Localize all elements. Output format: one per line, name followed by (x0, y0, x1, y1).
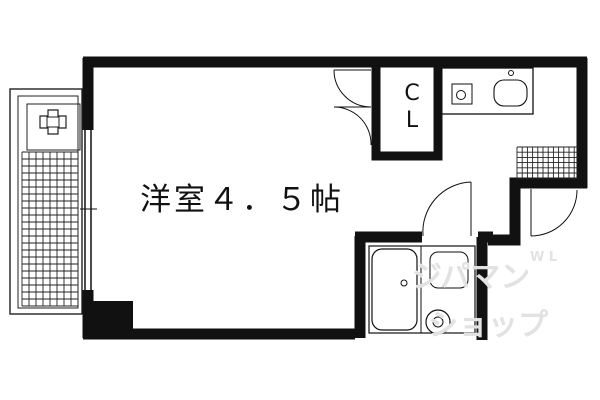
kitchen (440, 67, 534, 115)
room-label: 洋室４．５帖 (140, 182, 344, 218)
stove-icon (451, 83, 473, 105)
balcony-tile-grid (21, 151, 79, 307)
bathroom-unit (368, 245, 476, 335)
closet-label-line1: C (404, 81, 420, 106)
aircon-outdoor-unit (26, 103, 81, 151)
closet (333, 66, 443, 161)
closet-label-line2: L (405, 108, 419, 133)
structural-pillar (83, 301, 133, 339)
balcony-window (80, 130, 97, 290)
bathroom-door (422, 181, 472, 237)
washbasin-icon (429, 251, 469, 289)
toilet-icon (425, 309, 451, 335)
closet-label: C L (396, 80, 428, 134)
sink-icon (493, 79, 528, 107)
entrance-tile (516, 146, 579, 180)
entrance-door (530, 189, 578, 237)
balcony (9, 88, 83, 315)
watermark-mark: W L (530, 250, 558, 265)
watermark-top: ジパマン (412, 260, 531, 295)
closet-doors (333, 69, 372, 146)
watermark-bottom: ショップ (428, 308, 548, 343)
bathtub-icon (371, 248, 418, 331)
